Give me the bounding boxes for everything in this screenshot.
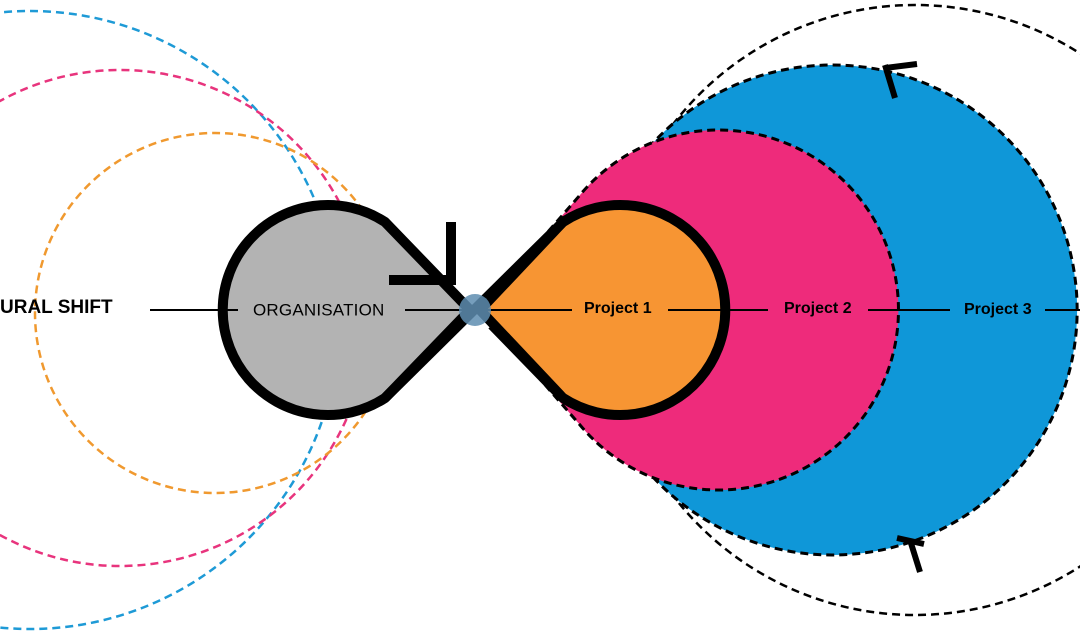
organisation-label: ORGANISATION [253, 300, 385, 319]
project-1-label: Project 1 [584, 300, 652, 317]
orbit-chevron-top-icon [882, 61, 918, 99]
orbit-chevron-top-bar [884, 61, 918, 71]
orbit-chevron-bottom-icon [896, 535, 925, 573]
orbit-chevron-bottom-bar [896, 535, 925, 547]
project-2-label: Project 2 [784, 300, 852, 317]
left-edge-label: URAL SHIFT [0, 297, 113, 318]
project-3-label: Project 3 [964, 301, 1032, 318]
flow-arrow-icon [389, 222, 456, 285]
crossing-line-down [488, 321, 564, 399]
center-node [459, 294, 491, 326]
right-outer-dashed-circle [608, 3, 1080, 617]
orbit-chevron-bottom-stem [907, 539, 923, 573]
